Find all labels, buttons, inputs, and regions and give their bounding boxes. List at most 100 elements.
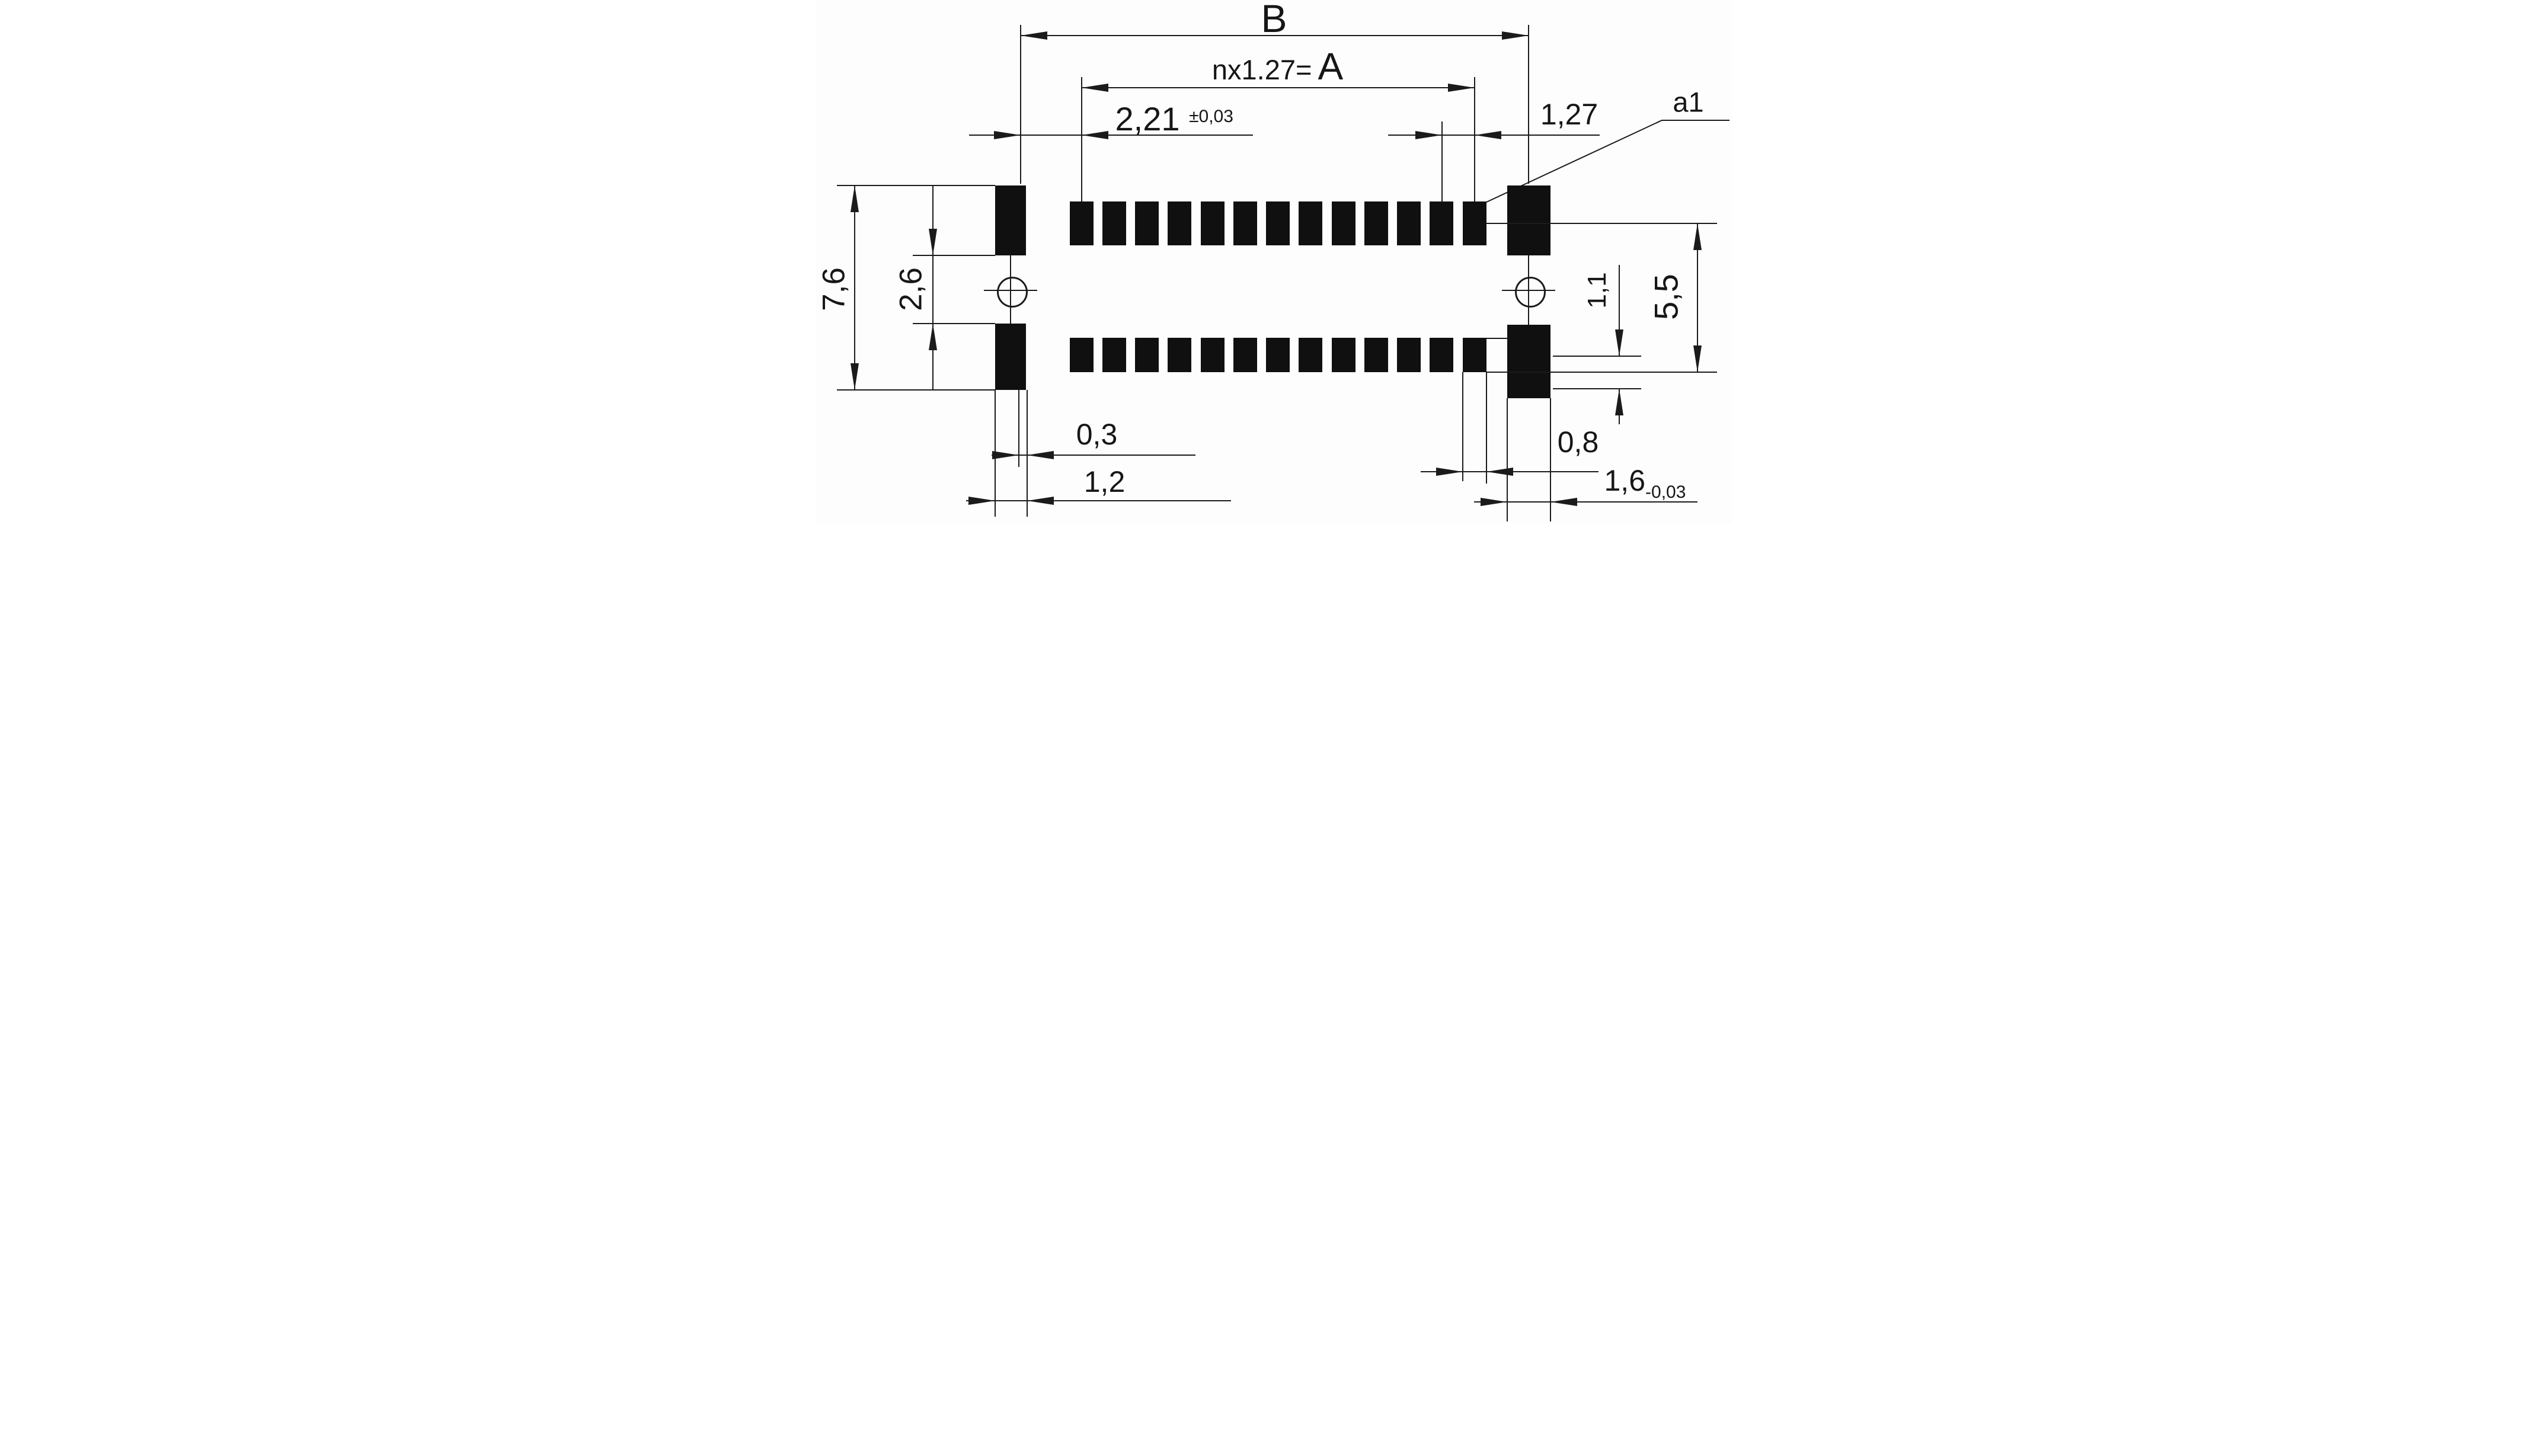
ext-line-left-pad-gap-left — [1018, 390, 1019, 467]
hole-axis-right — [1527, 255, 1529, 325]
ext-line-top-left — [836, 185, 995, 186]
small-pad-bottom-12 — [1430, 338, 1454, 372]
dim-line-left-pad-gap — [991, 455, 1195, 456]
arrowhead-last-pitch-left — [1415, 131, 1442, 139]
small-pad-top-2 — [1102, 201, 1126, 245]
dim-line-row-gap — [932, 185, 933, 390]
dim-line-pitch-total — [1081, 87, 1475, 88]
arrowhead-end-offset-left — [993, 131, 1021, 139]
arrowhead-corner-pad-right — [1550, 498, 1577, 506]
corner-pad-top-right — [1507, 185, 1550, 255]
ext-line-b-right — [1527, 25, 1529, 184]
dim-label-corner-pad-width: 1,6-0,03 — [1604, 463, 1686, 503]
small-pad-bottom-5 — [1200, 338, 1225, 372]
small-pad-bottom-10 — [1364, 338, 1388, 372]
ext-line-corner-pad-right — [1549, 398, 1551, 521]
arrowhead-pad-row-bottom — [1693, 345, 1702, 372]
ext-line-corner-pad-left — [1506, 398, 1508, 521]
small-pad-top-7 — [1266, 201, 1290, 245]
arrowhead-pad-row-top — [1693, 223, 1702, 250]
dim-line-left-pad-width — [966, 500, 1231, 501]
small-pad-top-1 — [1069, 201, 1094, 245]
small-pad-top-12 — [1430, 201, 1454, 245]
connector-line-bottom-right — [1486, 338, 1507, 339]
alignment-hole-right — [1514, 277, 1546, 308]
arrowhead-small-pad-right — [1486, 468, 1513, 476]
ext-line-a1-row — [1486, 223, 1717, 224]
dim-line-inner-offset-upper — [1618, 265, 1620, 356]
arrowhead-a-right — [1447, 84, 1475, 92]
dim-line-corner-pad-width — [1473, 501, 1697, 503]
arrowhead-outer-span-bottom — [850, 363, 859, 390]
small-pad-bottom-6 — [1233, 338, 1257, 372]
ext-line-a-left — [1080, 77, 1082, 224]
alignment-hole-left — [996, 277, 1028, 308]
a1-leader-underline — [1661, 120, 1729, 121]
arrowhead-small-pad-left — [1436, 468, 1463, 476]
ext-line-row-gap-top — [912, 255, 995, 256]
arrowhead-left-width-right — [1027, 497, 1054, 505]
ext-line-small-pad-right — [1485, 372, 1487, 484]
arrowhead-outer-span-top — [850, 185, 859, 212]
dim-label-pad-row-span: 5,5 — [1647, 274, 1684, 320]
small-pad-top-10 — [1364, 201, 1388, 245]
arrowhead-b-right — [1501, 31, 1529, 40]
arrowhead-b-left — [1020, 31, 1047, 40]
arrowhead-last-pitch-right — [1474, 131, 1501, 139]
dim-label-outer-row-span: 7,6 — [816, 267, 851, 311]
ext-line-inner-offset-top — [1552, 356, 1641, 357]
dim-label-pitch-formula: nx1.27=A — [1212, 44, 1343, 88]
corner-pad-top-left — [995, 185, 1026, 255]
dim-label-inner-offset: 1,1 — [1582, 272, 1612, 309]
arrowhead-left-gap-right — [1027, 451, 1054, 459]
ext-line-inner-offset-bottom — [1552, 388, 1641, 389]
dim-label-row-gap: 2,6 — [893, 267, 928, 311]
small-pad-top-13 — [1462, 201, 1486, 245]
ext-line-small-pad-left — [1462, 372, 1463, 481]
dim-label-small-pad-width: 0,8 — [1557, 425, 1599, 459]
ext-line-row-gap-bottom — [912, 323, 995, 324]
arrowhead-left-gap-left — [992, 451, 1019, 459]
corner-pad-bottom-right — [1507, 325, 1550, 398]
pitch-formula-total: A — [1318, 45, 1344, 88]
arrowhead-left-width-left — [968, 497, 995, 505]
small-pad-bottom-9 — [1331, 338, 1355, 372]
dim-label-last-pitch: 1,27 — [1540, 98, 1599, 131]
small-pad-bottom-7 — [1266, 338, 1290, 372]
dim-label-left-pad-gap: 0,3 — [1076, 418, 1118, 451]
small-pad-top-3 — [1135, 201, 1159, 245]
small-pad-top-8 — [1299, 201, 1323, 245]
arrowhead-row-gap-top — [928, 229, 937, 255]
pad-reference-label: a1 — [1673, 86, 1704, 118]
corner-pad-bottom-left — [995, 324, 1026, 390]
ext-line-a-right — [1473, 77, 1475, 224]
dim-label-overall-width: B — [1261, 0, 1287, 40]
small-pad-top-6 — [1233, 201, 1257, 245]
small-pad-bottom-2 — [1102, 338, 1126, 372]
arrowhead-inner-offset-top — [1615, 329, 1623, 356]
ext-line-pad-row-bottom — [1486, 372, 1717, 373]
small-pad-top-9 — [1331, 201, 1355, 245]
arrowhead-end-offset-right — [1081, 131, 1108, 139]
dim-line-pad-row-span — [1696, 223, 1698, 372]
small-pad-top-11 — [1397, 201, 1421, 245]
dim-line-overall-width — [1020, 35, 1529, 36]
dim-label-left-pad-width: 1,2 — [1083, 465, 1126, 498]
small-pad-bottom-3 — [1135, 338, 1159, 372]
footprint-drawing: B nx1.27=A 2,21 ±0,03 1,27 a1 7,6 2,6 1,… — [816, 0, 1732, 523]
ext-line-b-left — [1019, 25, 1021, 184]
small-pad-top-4 — [1168, 201, 1192, 245]
corner-pad-width-tolerance: -0,03 — [1645, 482, 1686, 502]
arrowhead-corner-pad-left — [1480, 498, 1507, 506]
ext-line-bottom-left — [836, 389, 995, 391]
arrowhead-row-gap-bottom — [928, 324, 937, 350]
dim-line-outer-row-span — [853, 185, 855, 390]
pitch-formula-prefix: nx1.27= — [1211, 54, 1312, 85]
hole-axis-left — [1009, 255, 1011, 324]
small-pad-top-5 — [1200, 201, 1225, 245]
small-pad-bottom-11 — [1397, 338, 1421, 372]
corner-pad-width-value: 1,6 — [1604, 464, 1646, 497]
dim-line-end-offset — [968, 135, 1253, 136]
dim-label-end-offset: 2,21 ±0,03 — [1115, 100, 1233, 138]
arrowhead-a-left — [1081, 84, 1108, 92]
